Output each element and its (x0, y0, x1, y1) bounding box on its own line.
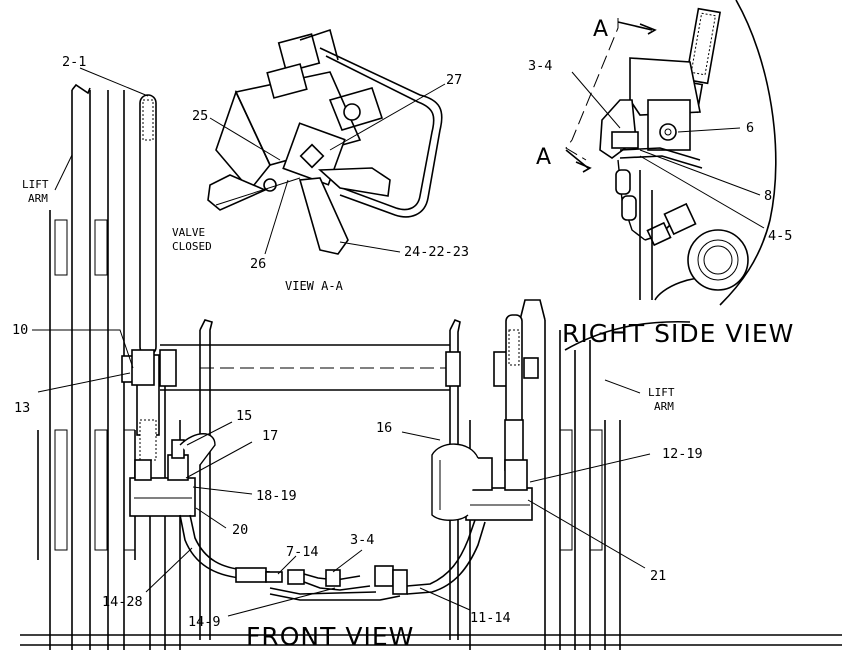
lift-arm-left-label-line2: ARM (28, 192, 48, 205)
lift-arm-left-label-line1: LIFT (22, 178, 49, 191)
callout-3-4-front: 3-4 (350, 532, 374, 548)
callout-18-19: 18-19 (256, 488, 297, 504)
callout-14-9: 14-9 (188, 614, 221, 630)
callout-3-4-right-side: 3-4 (528, 58, 552, 74)
callout-21: 21 (650, 568, 666, 584)
callout-27: 27 (446, 72, 462, 88)
callout-16: 16 (376, 420, 392, 436)
view-aa-drawing (207, 28, 446, 255)
callout-15: 15 (236, 408, 252, 424)
callout-12-19: 12-19 (662, 446, 703, 462)
callout-13: 13 (14, 400, 30, 416)
section-letter-bottom: A (536, 145, 552, 170)
callout-8: 8 (764, 188, 772, 204)
callout-4-5: 4-5 (768, 228, 792, 244)
right-side-view-drawing (565, 0, 777, 306)
lift-arm-right-label-line2: ARM (654, 400, 674, 413)
callout-10: 10 (12, 322, 28, 338)
callout-17: 17 (262, 428, 278, 444)
callout-26: 26 (250, 256, 266, 272)
callout-24-22-23: 24-22-23 (404, 244, 469, 260)
front-view-title: FRONT VIEW (246, 622, 414, 651)
view-aa-title: VIEW A-A (285, 279, 344, 293)
right-side-view-title: RIGHT SIDE VIEW (562, 319, 794, 348)
front-view-drawing (20, 67, 842, 650)
callout-14-28: 14-28 (102, 594, 143, 610)
callout-11-14: 11-14 (470, 610, 511, 626)
callout-2-1: 2-1 (62, 54, 86, 70)
section-letter-top: A (593, 17, 609, 42)
callout-25: 25 (192, 108, 208, 124)
lift-arm-right-label-line1: LIFT (648, 386, 675, 399)
callout-6: 6 (746, 120, 754, 136)
diagram-labels: VIEW A-A RIGHT SIDE VIEW FRONT VIEW A A … (12, 17, 794, 651)
valve-closed-label-line2: CLOSED (172, 240, 212, 253)
callout-20: 20 (232, 522, 248, 538)
callout-7-14: 7-14 (286, 544, 319, 560)
valve-closed-label-line1: VALVE (172, 226, 205, 239)
